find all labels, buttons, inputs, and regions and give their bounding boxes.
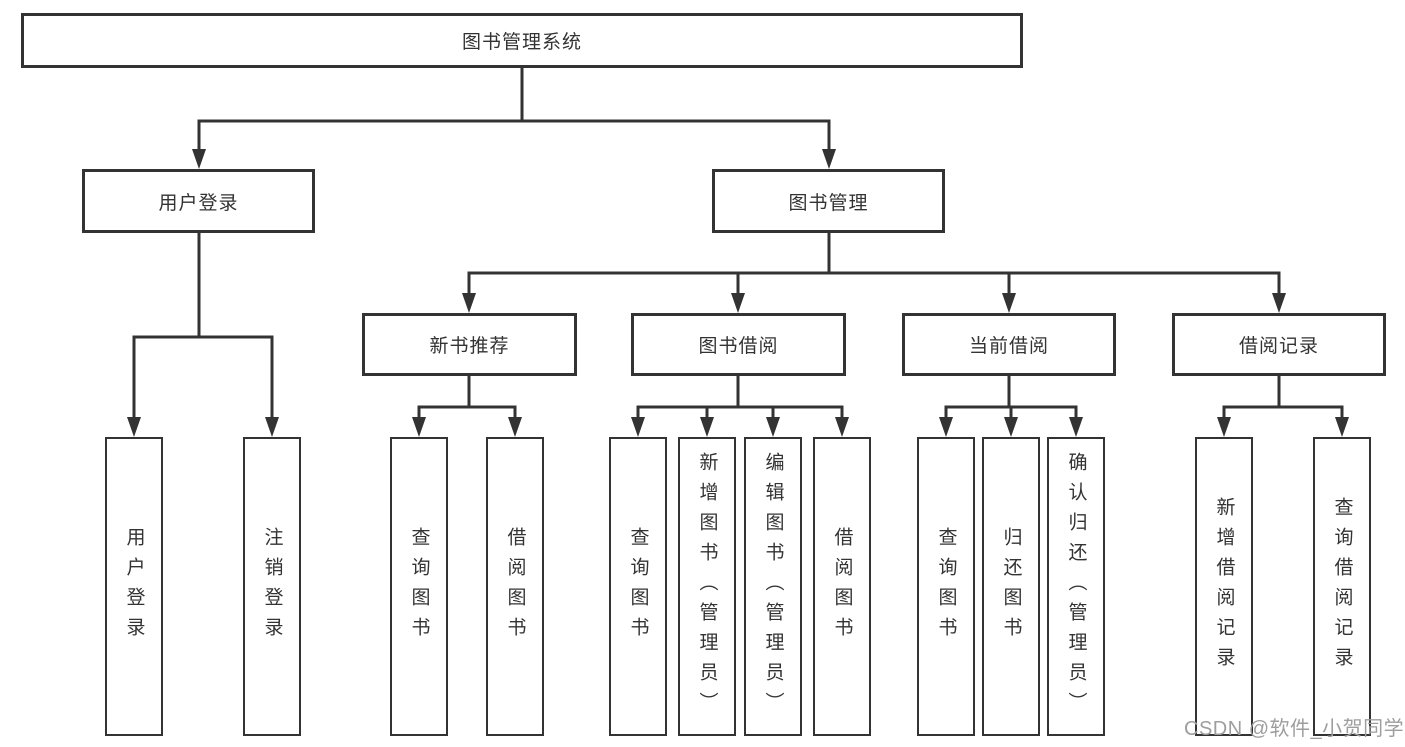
node-current-borrowing: 当前借阅 <box>902 313 1116 376</box>
connector-new-book-rec-branch <box>417 374 517 421</box>
node-book-borrowing: 图书借阅 <box>631 313 846 376</box>
node-book-management: 图书管理 <box>712 169 945 233</box>
node-user-login-group-label: 用户登录 <box>158 192 239 214</box>
node-new-book-recommend: 新书推荐 <box>362 313 577 376</box>
leaf-edit-books-admin-label: 编辑图书（管理员） <box>762 451 784 722</box>
leaf-query-books-current: 查询图书 <box>917 437 975 736</box>
leaf-query-books-recommend-label: 查询图书 <box>408 526 430 647</box>
connector-borrow-records-branch <box>1222 374 1344 421</box>
leaf-user-login: 用户登录 <box>105 437 163 736</box>
leaf-borrow-books-label: 借阅图书 <box>831 526 853 647</box>
node-borrowing-records: 借阅记录 <box>1172 313 1386 376</box>
node-current-borrowing-label: 当前借阅 <box>968 336 1049 357</box>
leaf-confirm-return-admin: 确认归还（管理员） <box>1047 437 1105 736</box>
leaf-borrow-books: 借阅图书 <box>813 437 871 736</box>
leaf-query-borrow-record-label: 查询借阅记录 <box>1331 496 1353 677</box>
leaf-add-borrow-record: 新增借阅记录 <box>1195 437 1253 736</box>
leaf-query-books-borrowing: 查询图书 <box>609 437 667 736</box>
node-book-borrowing-label: 图书借阅 <box>698 336 779 357</box>
leaf-confirm-return-admin-label: 确认归还（管理员） <box>1065 451 1087 722</box>
leaf-query-books-borrowing-label: 查询图书 <box>627 526 649 647</box>
leaf-user-login-label: 用户登录 <box>123 526 145 647</box>
leaf-add-books-admin: 新增图书（管理员） <box>678 437 736 736</box>
connector-root-branch <box>197 66 831 153</box>
leaf-logout-label: 注销登录 <box>261 526 283 647</box>
leaf-borrow-books-recommend-label: 借阅图书 <box>504 526 526 647</box>
connector-user-login-branch <box>132 231 274 421</box>
csdn-watermark: CSDN @软件_小贺同学 <box>1184 718 1405 740</box>
node-root-system: 图书管理系统 <box>21 13 1023 68</box>
arrowheads <box>127 149 1349 437</box>
connector-book-borrow-branch <box>636 374 844 421</box>
leaf-return-books-label: 归还图书 <box>1000 526 1022 647</box>
node-root-system-label: 图书管理系统 <box>461 32 582 53</box>
node-book-management-label: 图书管理 <box>788 192 869 214</box>
leaf-query-borrow-record: 查询借阅记录 <box>1313 437 1371 736</box>
connector-book-mgmt-branch <box>467 231 1281 297</box>
leaf-logout: 注销登录 <box>243 437 301 736</box>
node-user-login-group: 用户登录 <box>82 169 315 233</box>
leaf-add-books-admin-label: 新增图书（管理员） <box>696 451 718 722</box>
leaf-edit-books-admin: 编辑图书（管理员） <box>744 437 802 736</box>
leaf-query-books-current-label: 查询图书 <box>935 526 957 647</box>
node-new-book-recommend-label: 新书推荐 <box>429 336 510 357</box>
leaf-borrow-books-recommend: 借阅图书 <box>486 437 544 736</box>
node-borrowing-records-label: 借阅记录 <box>1238 336 1319 357</box>
connector-current-borrow-branch <box>944 374 1078 421</box>
leaf-add-borrow-record-label: 新增借阅记录 <box>1213 496 1235 677</box>
leaf-return-books: 归还图书 <box>982 437 1040 736</box>
leaf-query-books-recommend: 查询图书 <box>390 437 448 736</box>
